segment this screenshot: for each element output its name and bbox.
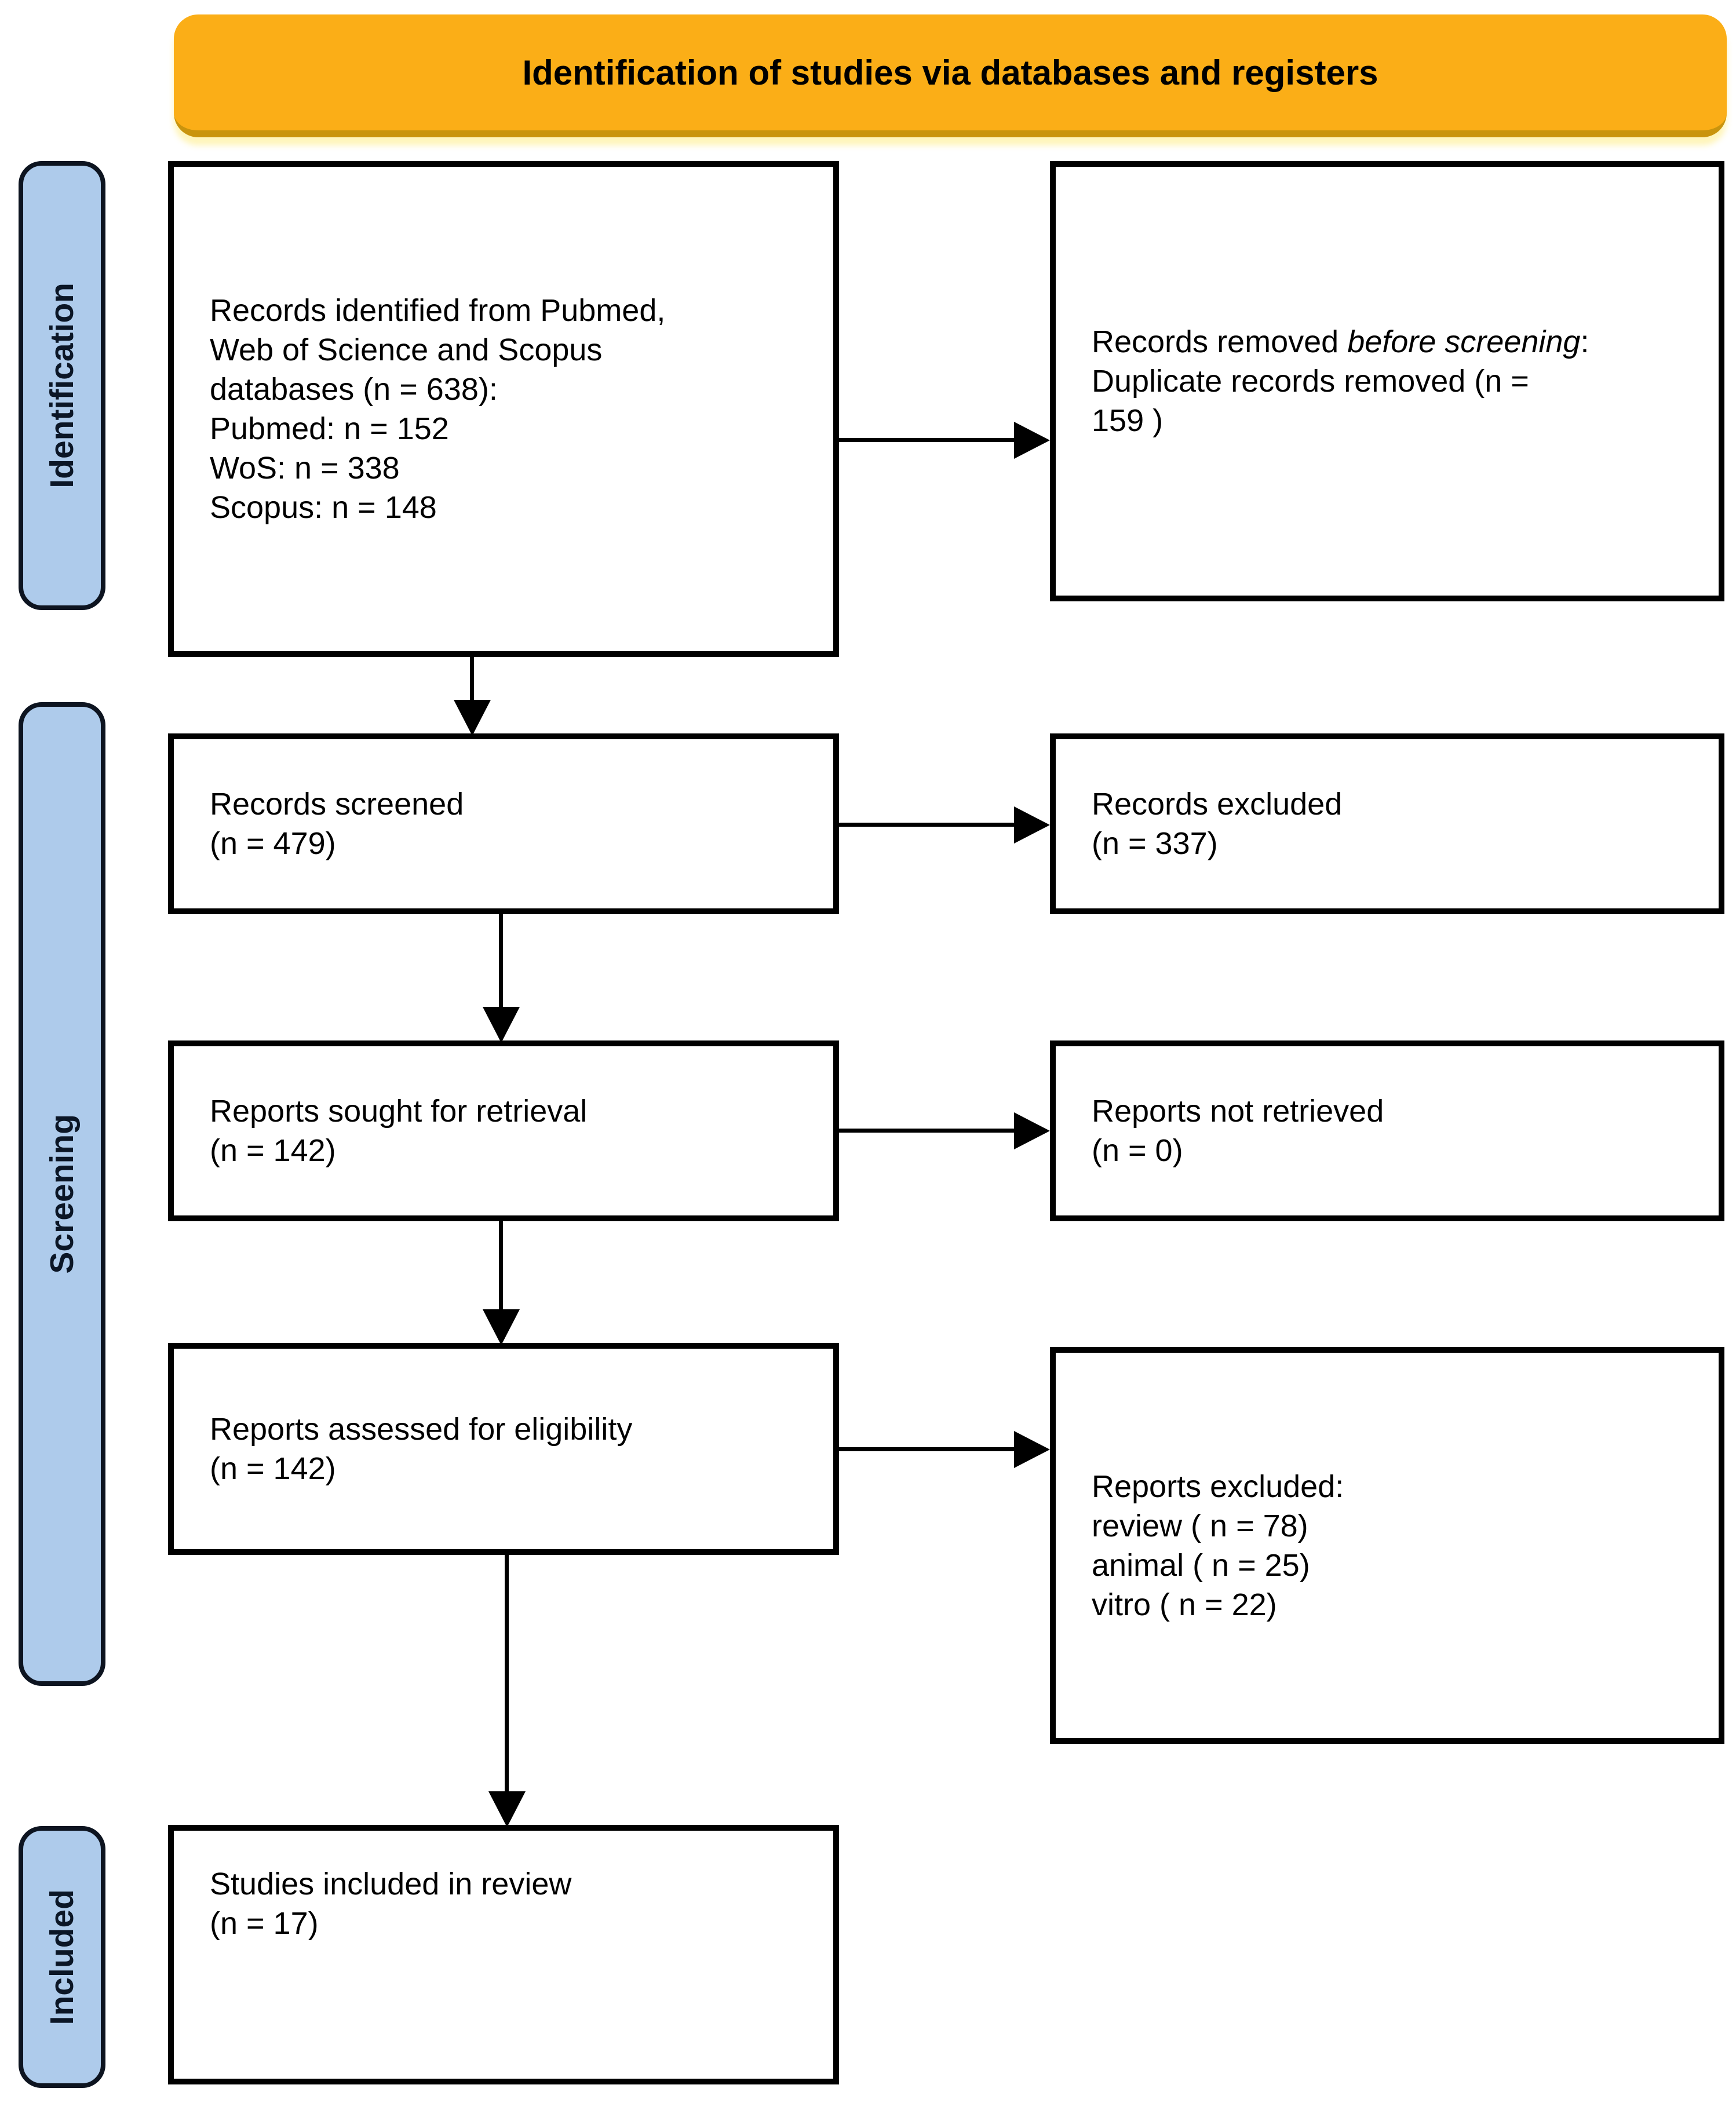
box-line-text: : bbox=[1580, 324, 1589, 359]
box-line: (n = 0) bbox=[1092, 1133, 1183, 1168]
box-line: (n = 142) bbox=[210, 1451, 336, 1486]
box-line: (n = 142) bbox=[210, 1133, 336, 1168]
box-reports-sought: Reports sought for retrieval (n = 142) bbox=[168, 1040, 839, 1221]
box-records-identified: Records identified from Pubmed, Web of S… bbox=[168, 161, 839, 657]
stage-bar-included: Included bbox=[19, 1826, 105, 2088]
box-line-italic-text: before screening bbox=[1347, 324, 1581, 359]
arrow-screened-to-excluded bbox=[839, 806, 1050, 844]
header-banner: Identification of studies via databases … bbox=[174, 14, 1727, 137]
box-line-text: Records removed bbox=[1092, 324, 1348, 359]
box-line: vitro ( n = 22) bbox=[1092, 1587, 1277, 1622]
box-line: 159 ) bbox=[1092, 403, 1164, 438]
box-reports-not-retrieved: Reports not retrieved (n = 0) bbox=[1050, 1040, 1724, 1221]
stage-bar-identification: Identification bbox=[19, 161, 105, 610]
arrow-shaft bbox=[839, 1129, 1020, 1133]
arrow-shaft bbox=[470, 653, 474, 706]
diagram-title: Identification of studies via databases … bbox=[522, 53, 1378, 92]
box-line: Records removed before screening: bbox=[1092, 322, 1589, 362]
stage-bar-screening: Screening bbox=[19, 702, 105, 1686]
arrow-shaft bbox=[499, 914, 503, 1013]
box-line: Records identified from Pubmed, bbox=[210, 293, 666, 328]
box-line: review ( n = 78) bbox=[1092, 1508, 1308, 1543]
box-line: animal ( n = 25) bbox=[1092, 1547, 1310, 1583]
arrow-shaft bbox=[839, 823, 1020, 827]
arrow-head bbox=[1014, 1112, 1050, 1149]
arrow-head bbox=[1014, 1431, 1050, 1468]
arrow-shaft bbox=[505, 1555, 509, 1797]
box-records-excluded: Records excluded (n = 337) bbox=[1050, 733, 1724, 914]
arrow-head bbox=[454, 700, 491, 736]
box-line: (n = 479) bbox=[210, 826, 336, 861]
arrow-assessed-to-included bbox=[488, 1555, 526, 1827]
arrow-identified-to-screened bbox=[454, 653, 491, 736]
box-line: Scopus: n = 148 bbox=[210, 490, 437, 525]
box-line: Reports not retrieved bbox=[1092, 1094, 1384, 1129]
arrow-shaft bbox=[839, 438, 1020, 442]
stage-label-included: Included bbox=[43, 1889, 81, 2025]
box-line: Reports excluded: bbox=[1092, 1469, 1344, 1504]
box-reports-assessed: Reports assessed for eligibility (n = 14… bbox=[168, 1343, 839, 1555]
arrow-head bbox=[1014, 806, 1050, 844]
arrow-sought-to-not-retrieved bbox=[839, 1112, 1050, 1149]
box-line: Pubmed: n = 152 bbox=[210, 411, 449, 446]
stage-label-identification: Identification bbox=[43, 283, 81, 488]
box-line: Records excluded bbox=[1092, 787, 1343, 822]
arrow-screened-to-sought bbox=[483, 914, 520, 1043]
arrow-head bbox=[1014, 422, 1050, 459]
box-line: (n = 17) bbox=[210, 1906, 319, 1941]
arrow-head bbox=[483, 1309, 520, 1345]
box-line: (n = 337) bbox=[1092, 826, 1218, 861]
arrow-head bbox=[483, 1007, 520, 1043]
box-studies-included: Studies included in review (n = 17) bbox=[168, 1825, 839, 2084]
box-line: Reports sought for retrieval bbox=[210, 1094, 588, 1129]
box-line: Studies included in review bbox=[210, 1867, 572, 1901]
arrow-identified-to-removed bbox=[839, 422, 1050, 459]
arrow-shaft bbox=[499, 1221, 503, 1315]
box-reports-excluded: Reports excluded: review ( n = 78) anima… bbox=[1050, 1347, 1724, 1744]
box-line: Records screened bbox=[210, 787, 464, 822]
box-line: Web of Science and Scopus bbox=[210, 333, 603, 367]
box-line: Reports assessed for eligibility bbox=[210, 1412, 633, 1447]
box-line: Duplicate records removed (n = bbox=[1092, 364, 1529, 399]
box-line: WoS: n = 338 bbox=[210, 451, 400, 485]
stage-label-screening: Screening bbox=[43, 1114, 81, 1274]
arrow-sought-to-assessed bbox=[483, 1221, 520, 1345]
arrow-assessed-to-reports-excluded bbox=[839, 1431, 1050, 1468]
arrow-head bbox=[488, 1791, 526, 1827]
box-records-removed: Records removed before screening: Duplic… bbox=[1050, 161, 1724, 601]
box-line: databases (n = 638): bbox=[210, 372, 498, 407]
box-records-screened: Records screened (n = 479) bbox=[168, 733, 839, 914]
arrow-shaft bbox=[839, 1447, 1020, 1451]
